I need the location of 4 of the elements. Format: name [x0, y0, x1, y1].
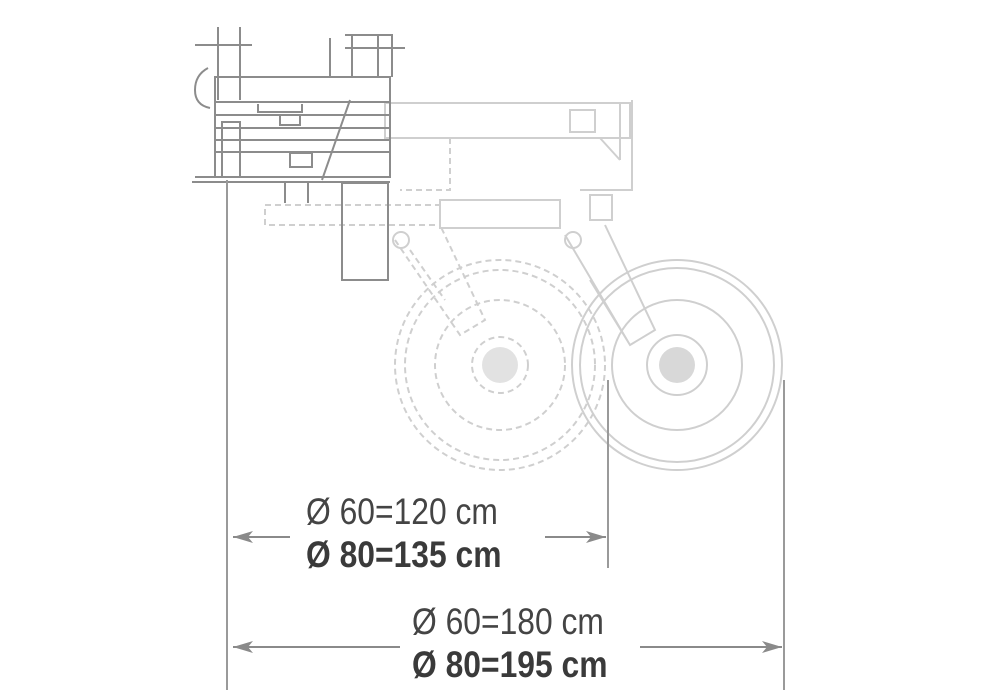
dimension-label: Ø 60=180 cm	[412, 603, 604, 640]
dimension-label: Ø 60=120 cm	[306, 493, 498, 530]
dimension-label: Ø 80=135 cm	[306, 536, 502, 573]
dimension-label: Ø 80=195 cm	[412, 646, 608, 683]
